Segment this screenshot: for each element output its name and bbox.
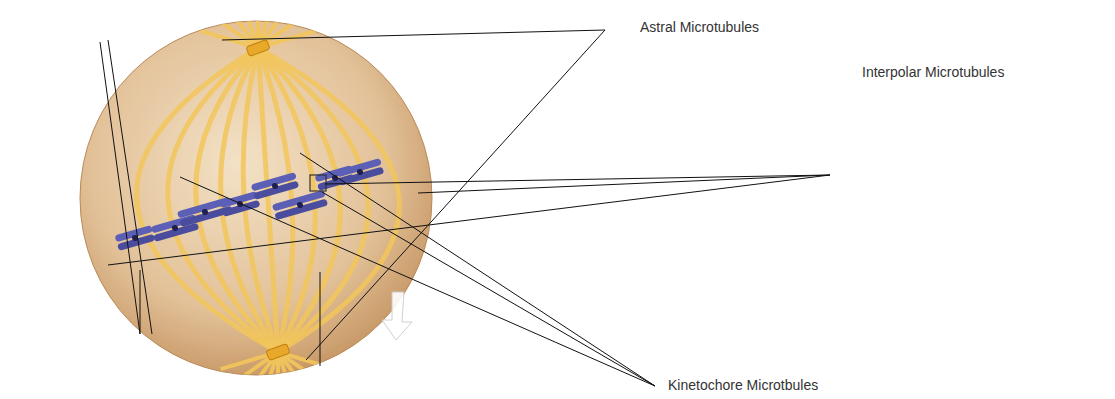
cell-body: [80, 21, 432, 375]
microtubule: [137, 48, 278, 352]
part-label: Interpolar Microtubules: [862, 64, 1004, 81]
leader-line: [300, 153, 655, 386]
leader-line: [140, 270, 141, 334]
leader-line: [108, 40, 152, 334]
leader-line: [418, 175, 830, 193]
leader-line: [320, 272, 321, 366]
part-label: Kinetochore Microtbules: [668, 377, 818, 394]
spindle-fibers: [137, 0, 400, 399]
chromosome: [336, 158, 385, 186]
zoom-arrow: [382, 292, 412, 340]
chromosome: [251, 172, 300, 200]
leader-line: [325, 175, 830, 184]
astral-ray: [239, 0, 258, 48]
illustration-details: [310, 175, 412, 340]
microtubule: [168, 48, 278, 352]
leader-line: [108, 175, 830, 265]
chromosome: [272, 190, 328, 220]
microtubule: [196, 48, 278, 352]
leader-lines: [100, 30, 830, 386]
astral-ray: [278, 352, 297, 399]
chromosome: [115, 225, 156, 251]
microtubule: [258, 48, 399, 352]
leader-line: [306, 30, 605, 360]
astral-ray: [222, 0, 258, 48]
astral-ray: [278, 352, 314, 399]
part-label: Astral Microtubules: [640, 19, 759, 36]
leader-line: [222, 30, 605, 40]
leader-line: [180, 177, 655, 386]
leader-line: [100, 42, 140, 334]
microtubule: [258, 48, 368, 352]
leader-line: [322, 192, 655, 386]
centrosome: [246, 40, 270, 57]
centrosome: [266, 344, 290, 361]
zoom-box: [310, 175, 326, 191]
